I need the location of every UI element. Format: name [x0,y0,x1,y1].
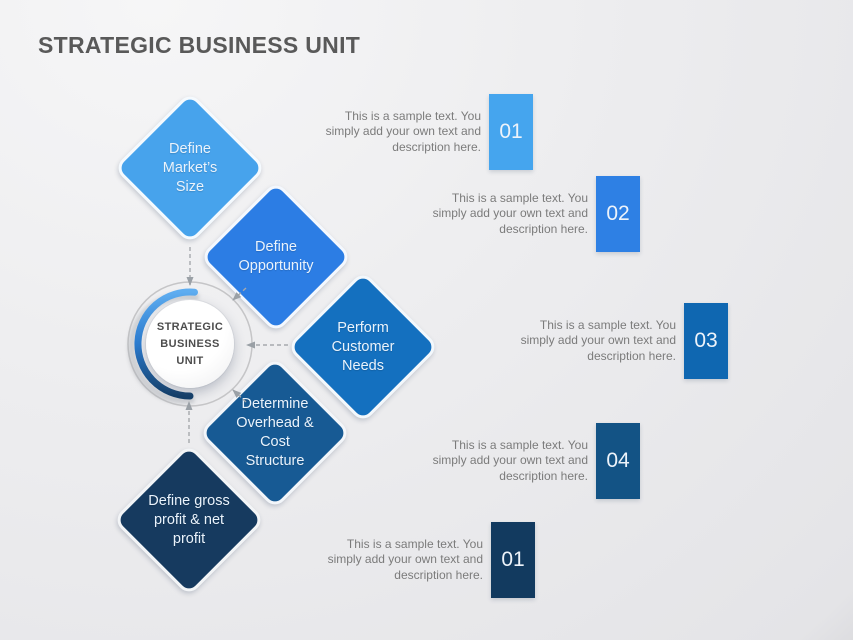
callout-text-line: simply add your own text and [520,333,676,348]
callout-text-line: description here. [392,139,481,154]
hub-label-line: UNIT [176,354,204,367]
diamond-label-line: Overhead & [236,415,314,431]
callout-number: 02 [606,202,630,225]
hub-label-line: BUSINESS [160,337,220,350]
callout-text-line: description here. [499,221,588,236]
callout-row-3: This is a sample text. You simply add yo… [501,303,728,379]
diamond-label: Perform Customer Needs [312,296,414,398]
callout-number-box: 04 [596,423,640,499]
callout-row-1: This is a sample text. You simply add yo… [306,94,533,170]
callout-number-box: 03 [684,303,728,379]
callout-text-line: This is a sample text. You [539,317,676,332]
callout-text-line: simply add your own text and [327,552,483,567]
callout-number: 01 [501,548,525,571]
callout-text-line: description here. [499,468,588,483]
diamond-label-line: Cost [260,434,290,450]
callout-row-5: This is a sample text. You simply add yo… [308,522,535,598]
hub-circle: STRATEGIC BUSINESS UNIT [146,300,234,388]
callout-text-line: This is a sample text. You [346,536,483,551]
callout-text: This is a sample text. You simply add yo… [413,438,588,485]
diamond-label-line: Structure [245,453,305,469]
callout-text-line: simply add your own text and [432,206,588,221]
diamond-label-line: Opportunity [238,258,314,274]
callout-text: This is a sample text. You simply add yo… [501,318,676,365]
diamond-label: Define gross profit & net profit [138,469,240,571]
callout-number-box: 01 [491,522,535,598]
callout-text-line: This is a sample text. You [344,108,481,123]
callout-text-line: This is a sample text. You [451,190,588,205]
callout-text-line: description here. [587,348,676,363]
diamond-label: Define Opportunity [225,206,327,308]
hub-label-line: STRATEGIC [156,320,224,333]
callout-text-line: description here. [394,567,483,582]
diamond-label-line: Customer [331,338,395,355]
slide-title: STRATEGIC BUSINESS UNIT [38,32,361,58]
diamond-label-line: profit & net [153,511,225,528]
diamond-label: Define Market’s Size [139,117,241,219]
callout-text-line: simply add your own text and [432,453,588,468]
callout-text: This is a sample text. You simply add yo… [308,537,483,584]
diamond-label-line: Needs [342,357,384,374]
callout-number: 03 [694,329,718,352]
callout-number: 01 [499,120,523,143]
callout-row-2: This is a sample text. You simply add yo… [413,176,640,252]
diamond-label-line: Define [255,239,297,255]
diamond-label-line: Determine [241,396,309,412]
diamond-label-line: Market’s [162,159,218,176]
callout-number-box: 01 [489,94,533,170]
callout-number: 04 [606,449,630,472]
callout-text-line: This is a sample text. You [451,437,588,452]
callout-text-line: simply add your own text and [325,124,481,139]
callout-number-box: 02 [596,176,640,252]
diamond-label-line: Define gross [148,492,230,509]
callout-text: This is a sample text. You simply add yo… [306,109,481,156]
diamond-label-line: Size [175,178,205,195]
diamond-label-line: Define [169,140,211,157]
diamond-label-line: Perform [337,319,389,336]
diamond-label-line: profit [172,530,206,547]
callout-row-4: This is a sample text. You simply add yo… [413,423,640,499]
callout-text: This is a sample text. You simply add yo… [413,191,588,238]
